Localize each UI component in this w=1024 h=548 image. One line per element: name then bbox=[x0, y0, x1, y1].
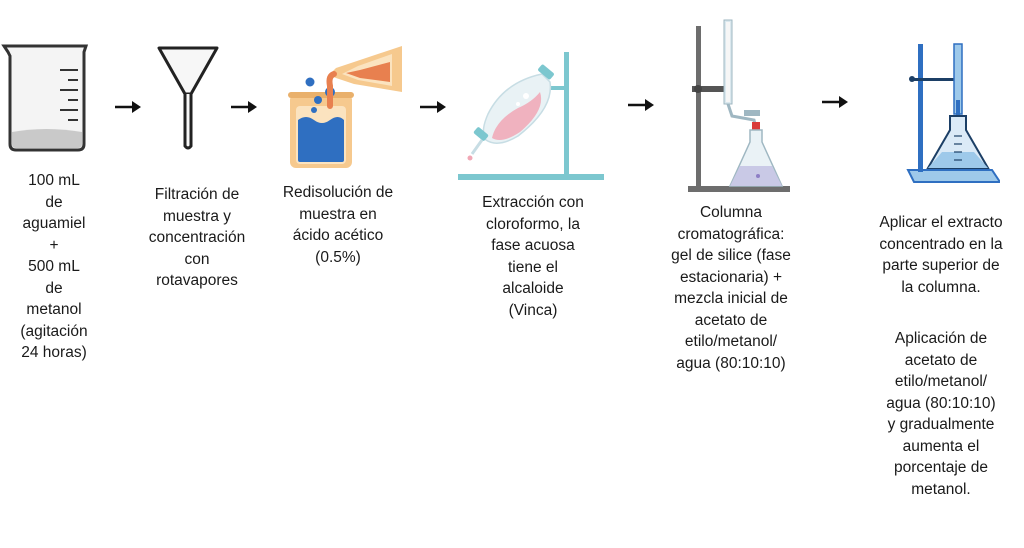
step-3-caption: Redisolución de muestra en ácido acético… bbox=[282, 184, 394, 266]
step-4-caption: Extracción con cloroformo, la fase acuos… bbox=[482, 194, 584, 319]
funnel-icon bbox=[157, 46, 219, 150]
separatory-funnel-icon bbox=[458, 52, 604, 180]
arrow-icon bbox=[115, 101, 141, 113]
step-6-caption: Aplicar el extracto concentrado en la pa… bbox=[879, 214, 1003, 296]
arrow-icon bbox=[628, 99, 654, 111]
arrow-icon bbox=[420, 101, 446, 113]
arrow-icon bbox=[822, 96, 848, 108]
column-stand-flask-icon bbox=[906, 43, 1000, 183]
chromatography-column-icon bbox=[688, 19, 790, 192]
step-5-caption: Columna cromatográfica: gel de silice (f… bbox=[671, 204, 791, 372]
pouring-flask-icon bbox=[288, 46, 402, 168]
arrow-icon bbox=[231, 101, 257, 113]
step-6-caption-2: Aplicación de acetato de etilo/metanol/ … bbox=[886, 330, 996, 498]
beaker-icon bbox=[1, 44, 89, 152]
step-2-caption: Filtración de muestra y concentración co… bbox=[148, 186, 246, 289]
step-1-caption: 100 mL de aguamiel + 500 mL de metanol (… bbox=[20, 172, 88, 361]
